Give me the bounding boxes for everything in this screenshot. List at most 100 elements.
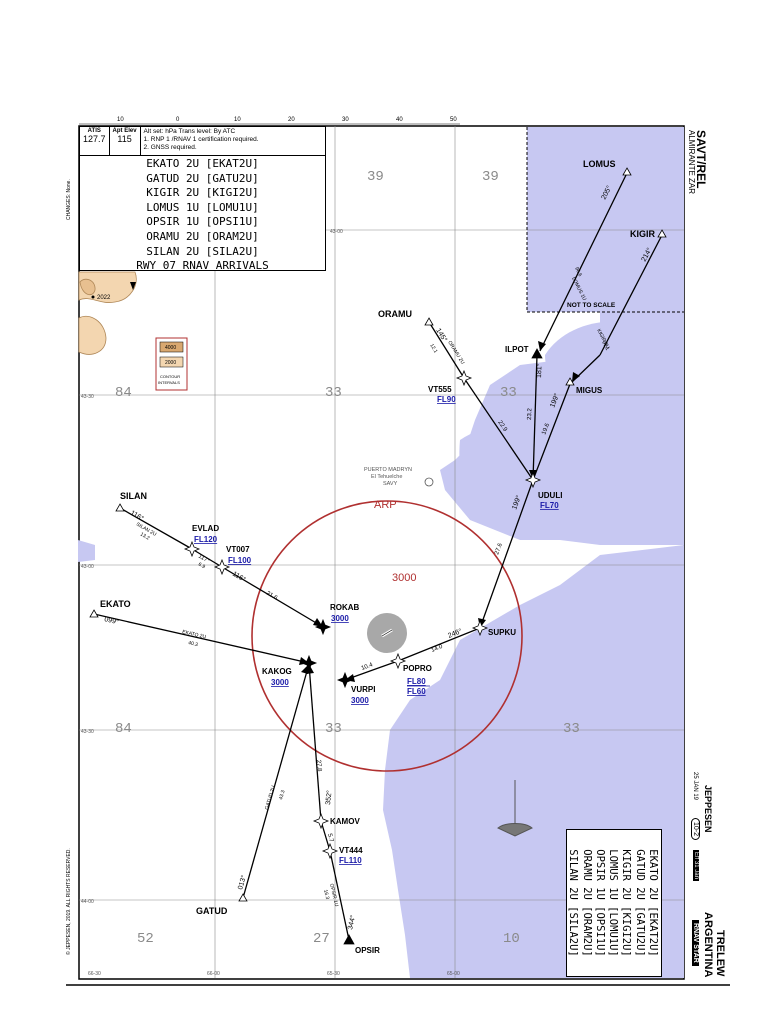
svg-text:33: 33	[563, 721, 580, 737]
scale-label: 20	[288, 117, 295, 123]
fix-symbols	[89, 167, 667, 945]
not-to-scale-inset: NOT TO SCALE	[526, 127, 684, 313]
route-opsir-vt444	[329, 850, 350, 941]
altitude-constraints: FL90 FL70 FL120 FL100 3000 FL80 FL60 300…	[194, 395, 559, 865]
fix-label: LOMUS	[583, 159, 616, 169]
route-migus-uduli	[532, 383, 571, 481]
route-lomus	[539, 172, 628, 352]
route-vt555-uduli	[463, 377, 534, 481]
svg-text:16.3: 16.3	[322, 889, 330, 900]
procedure-item: OPSIR 1U [OPSI1U]	[146, 215, 259, 229]
svg-text:66-30: 66-30	[88, 971, 101, 977]
note-line: Alt set: hPa Trans level: By ATC	[143, 128, 236, 135]
note-line: 1. RNP 1 /RNAV 1 certification required.	[143, 136, 259, 143]
fix-oramu-triangle	[424, 317, 434, 326]
svg-text:66-00: 66-00	[207, 971, 220, 977]
fix-label: POPRO	[403, 664, 432, 673]
fix-silan-triangle	[115, 503, 125, 512]
airport-code: SAVT/REL	[694, 130, 708, 189]
svg-text:21.6: 21.6	[265, 591, 279, 602]
svg-text:013°: 013°	[236, 874, 248, 890]
fix-vurpi-star	[336, 671, 354, 689]
fix-kakog-star	[300, 654, 318, 672]
fix-label: KIGIR	[630, 229, 656, 239]
procedure-item: GATUD 2U [GATU2U]	[146, 171, 259, 185]
route-supku-popro	[397, 627, 481, 662]
svg-text:CONTOUR: CONTOUR	[160, 374, 180, 379]
fix-uduli-star	[524, 471, 542, 489]
svg-text:33: 33	[325, 721, 342, 737]
fix-label: OPSIR	[355, 946, 380, 955]
route-uduli-supku	[479, 479, 534, 629]
contour-legend: 4000 2000 CONTOUR INTERVALS	[155, 337, 188, 391]
svg-text:117°: 117°	[197, 554, 211, 565]
svg-text:96.6: 96.6	[573, 266, 583, 278]
route-gatud-kakog	[242, 663, 310, 899]
svg-text:19.6: 19.6	[541, 422, 551, 436]
route-vt007-rokab	[221, 566, 324, 628]
svg-text:EKATO 2U: EKATO 2U	[182, 629, 207, 640]
grid-coordinates: 43-00 43-30 43-00 43-30 44-00 66-30 66-0…	[81, 229, 460, 977]
atis-label: ATIS	[87, 128, 101, 134]
fix-label: ORAMU	[378, 309, 412, 319]
fix-vt444-star	[321, 842, 339, 860]
route-oramu-vt555	[428, 321, 465, 379]
procedure-item: GATUD 2U [GATU2U]	[633, 849, 646, 957]
fix-label: SUPKU	[488, 628, 516, 637]
svg-text:099°: 099°	[104, 615, 120, 626]
svg-text:5.7: 5.7	[326, 833, 334, 843]
city-name: TRELEW	[714, 930, 726, 977]
svg-text:27: 27	[313, 931, 330, 947]
fix-label: UDULI	[538, 491, 562, 500]
svg-text:44-00: 44-00	[81, 899, 94, 905]
fix-ekato-triangle	[89, 609, 99, 618]
arp-circle: ARP 3000	[251, 499, 523, 772]
svg-text:El Tehuelche: El Tehuelche	[371, 474, 402, 480]
procedure-item: SILAN 2U [SILA2U]	[146, 244, 259, 258]
fix-vt007-star	[213, 558, 231, 576]
fix-evlad-star	[183, 540, 201, 558]
fix-label: EKATO	[100, 599, 131, 609]
svg-text:84: 84	[115, 721, 132, 737]
svg-text:FL80: FL80	[407, 677, 426, 686]
copyright: © JEPPESEN, 2019. ALL RIGHTS RESERVED.	[66, 848, 72, 955]
route-popro-vurpi	[344, 660, 399, 681]
route-silan-evlad	[119, 507, 193, 550]
fix-label: KAMOV	[330, 817, 360, 826]
svg-text:FL120: FL120	[194, 535, 218, 544]
fix-label: VT555	[428, 385, 452, 394]
svg-text:344°: 344°	[346, 914, 357, 930]
fix-lomus-triangle	[622, 167, 632, 176]
procedure-item: EKATO 2U [EKAT2U]	[146, 157, 259, 170]
svg-text:43-30: 43-30	[81, 394, 94, 400]
route-kigir-a	[599, 234, 663, 356]
route-kamov-kakog	[308, 663, 322, 822]
svg-text:FL110: FL110	[339, 856, 362, 865]
svg-text:FL90: FL90	[437, 395, 456, 404]
chart-number: 10-2	[691, 818, 700, 841]
svg-text:65-30: 65-30	[327, 971, 340, 977]
top-nm-scale: 10 0 10 20 30 40 50	[79, 117, 460, 125]
procedure-item: EKATO 2U [EKAT2U]	[647, 849, 659, 957]
effective-date: Eff 31 Jan	[693, 850, 699, 881]
scale-label: 0	[176, 117, 180, 123]
svg-text:352°: 352°	[324, 790, 333, 805]
svg-text:2000: 2000	[165, 360, 176, 366]
svg-text:33: 33	[500, 385, 517, 401]
svg-text:39: 39	[367, 169, 384, 185]
changes-note: CHANGES: None.	[66, 179, 72, 220]
procedure-item: SILAN 2U [SILA2U]	[567, 849, 580, 957]
svg-text:PUERTO MADRYN: PUERTO MADRYN	[364, 467, 412, 473]
svg-text:4000: 4000	[165, 345, 176, 351]
svg-text:ARP: ARP	[374, 499, 397, 511]
fix-vt555-star	[455, 369, 473, 387]
fix-label: ILPOT	[505, 345, 529, 354]
route-ekato-kakog	[93, 613, 310, 664]
atis-cell: ATIS 127.7	[80, 127, 110, 155]
scale-label: 10	[117, 117, 124, 123]
city-puerto-madryn: PUERTO MADRYN El Tehuelche SAVY	[364, 467, 434, 487]
procedure-item: ORAMU 2U [ORAM2U]	[580, 849, 593, 957]
svg-text:SAVY: SAVY	[383, 481, 398, 487]
svg-text:3000: 3000	[271, 678, 289, 687]
svg-text:FL60: FL60	[407, 687, 426, 696]
